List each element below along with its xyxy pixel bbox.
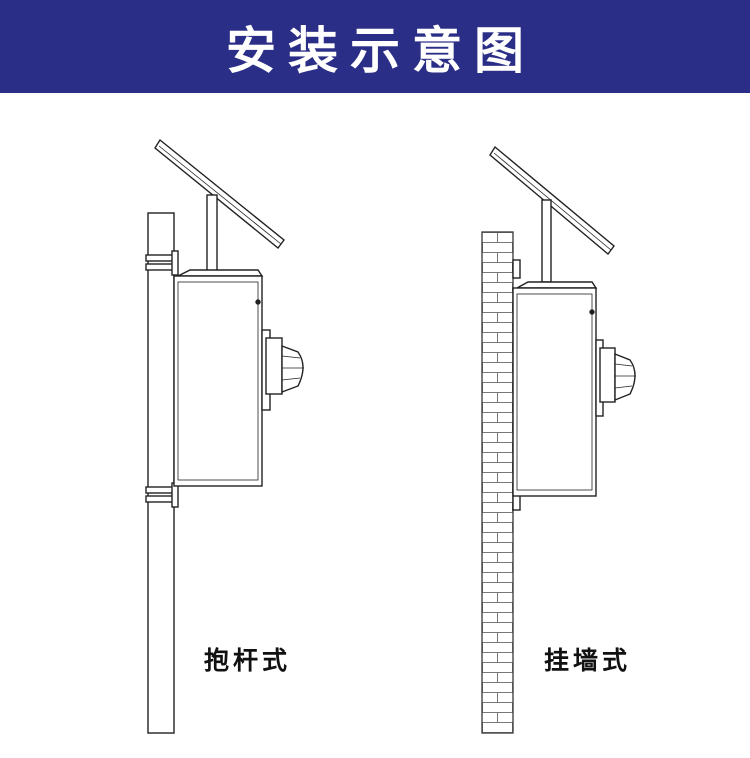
page-title: 安装示意图 — [226, 21, 536, 80]
pole-clamp-bottom — [145, 482, 179, 508]
panel-mast — [541, 199, 552, 283]
panel-mast — [206, 194, 218, 278]
brick-wall — [481, 231, 514, 734]
header-banner: 安装示意图 — [0, 0, 750, 93]
pole-mount-label: 抱杆式 — [204, 646, 292, 675]
equipment-cabinet-wall — [512, 281, 598, 497]
camera-dome-wall — [595, 339, 636, 417]
equipment-cabinet-pole — [173, 269, 264, 487]
wall-mount-illustration — [481, 145, 636, 734]
installation-diagram — [145, 138, 636, 734]
pole — [147, 212, 175, 734]
camera-dome-pole — [261, 329, 304, 411]
pole-mount-illustration — [145, 138, 304, 734]
wall-mount-label: 挂墙式 — [544, 646, 632, 675]
pole-clamp-top — [145, 250, 179, 276]
wall-bracket-top — [512, 259, 521, 279]
